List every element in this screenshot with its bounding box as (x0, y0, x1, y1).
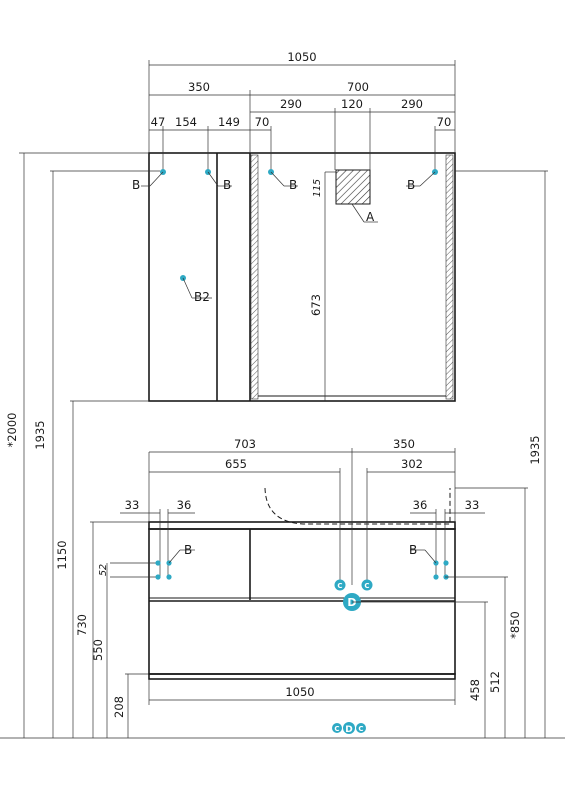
label-b2: B2 (194, 290, 210, 304)
dim-550: 550 (91, 639, 105, 661)
dim-36-right: 36 (413, 498, 428, 512)
dim-302: 302 (401, 457, 423, 471)
dim-1935-right: 1935 (528, 435, 542, 464)
dim-36-left: 36 (177, 498, 192, 512)
dim-2000: *2000 (5, 412, 19, 447)
dim-703: 703 (234, 437, 256, 451)
dim-115: 115 (312, 179, 323, 197)
dim-350-top: 350 (188, 80, 210, 94)
dim-290-left: 290 (280, 97, 302, 111)
dim-673: 673 (309, 294, 323, 316)
svg-text:D: D (347, 596, 356, 609)
connector-c (361, 579, 373, 591)
connector-c (334, 579, 346, 591)
svg-text:D: D (345, 725, 352, 735)
svg-text:C: C (364, 582, 369, 590)
label-b: B (289, 178, 297, 192)
dim-149: 149 (218, 115, 240, 129)
label-b: B (409, 543, 417, 557)
dim-1150: 1150 (55, 540, 69, 569)
svg-text:C: C (334, 725, 339, 733)
dim-290-right: 290 (401, 97, 423, 111)
right-dimensions (352, 170, 548, 738)
dim-70-right: 70 (437, 115, 452, 129)
bottom-dimensions (110, 448, 485, 705)
dim-850: *850 (508, 611, 522, 639)
dim-33-left: 33 (125, 498, 140, 512)
dim-120: 120 (341, 97, 363, 111)
legend-c (356, 723, 366, 733)
svg-text:C: C (337, 582, 342, 590)
dim-458: 458 (468, 679, 482, 701)
top-markers (141, 169, 438, 299)
dim-70-left: 70 (255, 115, 270, 129)
legend-c (332, 723, 342, 733)
mirror-cabinet (148, 152, 456, 402)
label-a: A (366, 210, 375, 224)
connection-points: C C D C D C (332, 579, 373, 735)
svg-text:C: C (358, 725, 363, 733)
dim-1935-left: 1935 (33, 420, 47, 449)
dim-208: 208 (112, 696, 126, 718)
dim-512: 512 (488, 671, 502, 693)
legend-d (343, 722, 355, 734)
label-b: B (223, 178, 231, 192)
dim-1050-bottom: 1050 (285, 685, 314, 699)
vanity-unit (148, 487, 456, 680)
dim-655: 655 (225, 457, 247, 471)
vanity-markers (155, 549, 449, 580)
dim-730: 730 (75, 614, 89, 636)
dim-1050-top: 1050 (287, 50, 316, 64)
dim-700-top: 700 (347, 80, 369, 94)
top-dimensions (148, 60, 456, 401)
dim-350-bottom: 350 (393, 437, 415, 451)
socket-a (335, 169, 371, 205)
dim-33-right: 33 (465, 498, 480, 512)
dim-154: 154 (175, 115, 197, 129)
label-b: B (407, 178, 415, 192)
label-b: B (132, 178, 140, 192)
dim-47: 47 (151, 115, 166, 129)
dim-52: 52 (98, 564, 109, 576)
left-dimensions (19, 152, 160, 738)
label-b: B (184, 543, 192, 557)
